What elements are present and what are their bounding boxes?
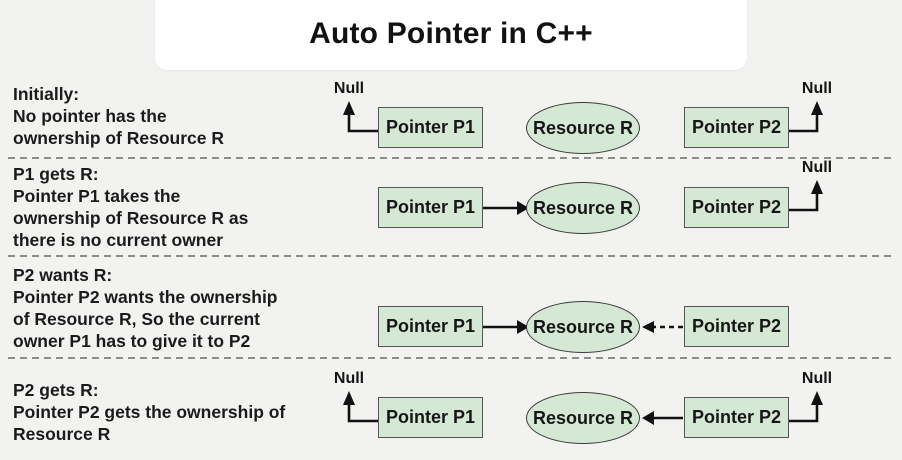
caption-line: P1 gets R: xyxy=(13,164,99,184)
row1-null-label-left: Null xyxy=(333,80,365,97)
page-title: Auto Pointer in C++ xyxy=(309,17,593,50)
row4-resource-node: Resource R xyxy=(526,392,640,444)
caption-line: Pointer P2 wants the ownership xyxy=(13,287,278,307)
row2-resource-node: Resource R xyxy=(526,182,640,234)
row4-pointer-p1-node: Pointer P1 xyxy=(378,397,483,438)
row2-caption: P1 gets R: Pointer P1 takes the ownershi… xyxy=(13,163,248,251)
caption-line: P2 gets R: xyxy=(13,380,99,400)
caption-line: Initially: xyxy=(13,84,80,104)
row3-p2-wants-dashed-arrow xyxy=(642,321,683,333)
caption-line: Pointer P2 gets the ownership of xyxy=(13,402,286,422)
caption-line: No pointer has the xyxy=(13,106,167,126)
caption-line: P2 wants R: xyxy=(13,265,113,285)
row1-null-label-right: Null xyxy=(801,80,833,97)
row4-caption: P2 gets R: Pointer P2 gets the ownership… xyxy=(13,379,285,445)
caption-line: Pointer P1 takes the xyxy=(13,186,181,206)
row1-null-elbow-left xyxy=(343,101,378,133)
row2-p1-owns-arrow xyxy=(483,201,529,215)
row4-null-elbow-right xyxy=(788,391,823,423)
caption-line: Resource R xyxy=(13,424,111,444)
row2-pointer-p1-node: Pointer P1 xyxy=(378,187,483,228)
row4-pointer-p2-node: Pointer P2 xyxy=(684,397,789,438)
row3-pointer-p1-node: Pointer P1 xyxy=(378,306,483,347)
row4-null-elbow-left xyxy=(343,391,378,423)
row1-caption: Initially: No pointer has the ownership … xyxy=(13,83,224,149)
row2-null-elbow-right xyxy=(788,180,823,212)
row3-pointer-p2-node: Pointer P2 xyxy=(684,306,789,347)
row2-null-label-right: Null xyxy=(801,159,833,176)
caption-line: ownership of Resource R as xyxy=(13,208,249,228)
row3-p1-owns-arrow xyxy=(483,320,529,334)
title-card: Auto Pointer in C++ xyxy=(155,0,747,70)
row3-caption: P2 wants R: Pointer P2 wants the ownersh… xyxy=(13,264,278,352)
row4-null-label-left: Null xyxy=(333,370,365,387)
row4-p2-owns-arrow xyxy=(642,411,683,425)
row1-null-elbow-right xyxy=(788,101,823,133)
caption-line: of Resource R, So the current xyxy=(13,309,260,329)
row4-null-label-right: Null xyxy=(801,370,833,387)
caption-line: ownership of Resource R xyxy=(13,128,225,148)
row1-resource-node: Resource R xyxy=(526,102,640,154)
row2-pointer-p2-node: Pointer P2 xyxy=(684,187,789,228)
row3-resource-node: Resource R xyxy=(526,301,640,353)
caption-line: there is no current owner xyxy=(13,230,224,250)
row1-pointer-p1-node: Pointer P1 xyxy=(378,107,483,148)
row1-pointer-p2-node: Pointer P2 xyxy=(684,107,789,148)
caption-line: owner P1 has to give it to P2 xyxy=(13,331,251,351)
